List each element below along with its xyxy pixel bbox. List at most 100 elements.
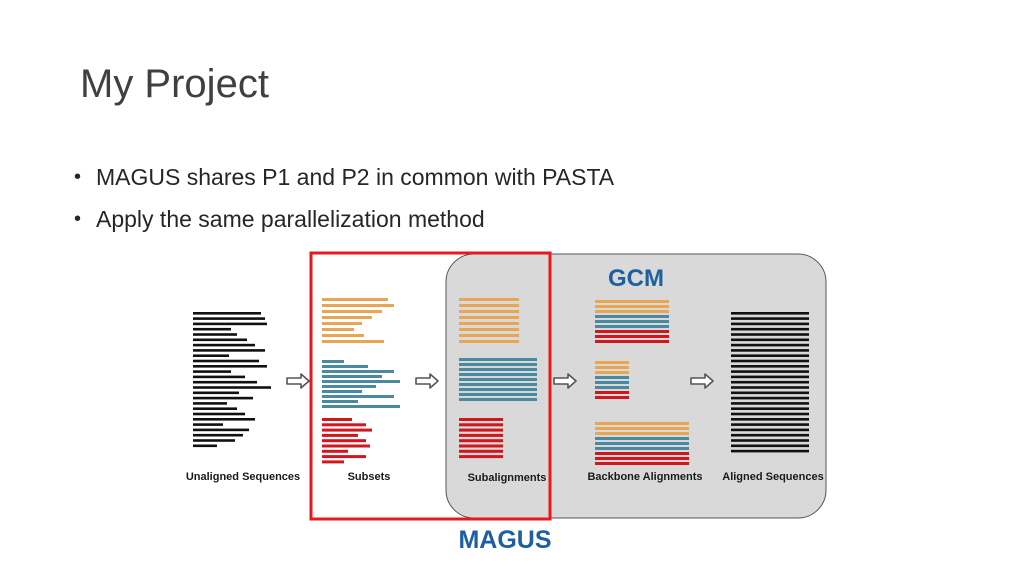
aligned-sequence-bar: [731, 317, 809, 320]
subalignment-red-bar: [459, 439, 503, 443]
subset-teal-bar: [322, 385, 376, 388]
subalignment-orange-bar: [459, 334, 519, 337]
subset-orange-bar: [322, 334, 364, 337]
unaligned-sequence-bar: [193, 433, 243, 437]
aligned-sequence-bar: [731, 407, 809, 410]
unaligned-sequence-bar: [193, 333, 237, 336]
subset-teal-bar: [322, 375, 382, 378]
unaligned-sequence-bar: [193, 444, 217, 448]
subset-red-bar: [322, 423, 366, 427]
backbone-bar: [595, 325, 669, 328]
unaligned-sequence-bar: [193, 428, 249, 432]
subalignment-teal-bar: [459, 368, 537, 371]
subalignment-teal-bar: [459, 383, 537, 386]
backbone-bar: [595, 340, 669, 343]
subset-orange-bar: [322, 298, 388, 301]
aligned-sequence-bar: [731, 359, 809, 363]
aligned-sequence-bar: [731, 375, 809, 379]
subset-orange-bar: [322, 310, 382, 313]
aligned-sequence-bar: [731, 396, 809, 400]
subalignment-red-bar: [459, 428, 503, 432]
backbone-bar: [595, 315, 669, 318]
label-unaligned-sequences: Unaligned Sequences: [186, 471, 300, 483]
aligned-sequence-bar: [731, 333, 809, 336]
subset-red-bar: [322, 449, 348, 453]
subset-red-bar: [322, 444, 370, 448]
subset-red-bar: [322, 428, 372, 432]
aligned-sequence-bar: [731, 386, 809, 389]
unaligned-sequence-bar: [193, 343, 255, 347]
backbone-bar: [595, 452, 689, 455]
backbone-bar: [595, 381, 629, 384]
unaligned-sequence-bar: [193, 322, 267, 326]
backbone-bar: [595, 310, 669, 313]
unaligned-sequence-bar: [193, 317, 265, 320]
subset-teal-bar: [322, 380, 400, 383]
unaligned-sequence-bar: [193, 370, 231, 373]
subalignment-orange-bar: [459, 310, 519, 313]
backbone-bar: [595, 376, 629, 379]
arrows: [286, 373, 714, 389]
aligned-sequence-bar: [731, 418, 809, 421]
subset-teal-bar: [322, 390, 362, 393]
aligned-sequence-bar: [731, 402, 809, 405]
backbone-bar: [595, 305, 669, 308]
subalignment-teal-bar: [459, 373, 537, 376]
aligned-sequence-bar: [731, 343, 809, 347]
unaligned-sequence-bar: [193, 359, 259, 363]
subalignment-red-bar: [459, 433, 503, 437]
magus-label: MAGUS: [458, 526, 551, 554]
backbone-bar: [595, 320, 669, 323]
backbone-bar: [595, 427, 689, 430]
subset-teal-bar: [322, 360, 344, 363]
aligned-sequence-bar: [731, 365, 809, 368]
aligned-sequence-bar: [731, 349, 809, 352]
label-aligned-sequences: Aligned Sequences: [722, 471, 823, 483]
aligned-sequence-bar: [731, 391, 809, 395]
unaligned-sequence-bar: [193, 354, 229, 357]
arrow-right-icon: [286, 373, 310, 389]
bullet-text-1: MAGUS shares P1 and P2 in common with PA…: [96, 164, 615, 190]
subalignment-red-bar: [459, 449, 503, 453]
backbone-bar: [595, 366, 629, 369]
backbone-bar: [595, 335, 669, 338]
unaligned-sequence-bar: [193, 423, 223, 426]
unaligned-sequence-bar: [193, 412, 245, 416]
backbone-bar: [595, 330, 669, 333]
aligned-sequence-bar: [731, 327, 809, 331]
subset-teal-bar: [322, 370, 394, 373]
aligned-sequence-bar: [731, 354, 809, 357]
subset-orange-bar: [322, 304, 394, 307]
aligned-sequence-bar: [731, 449, 809, 453]
subset-red-bar: [322, 433, 358, 437]
aligned-sequence-bar: [731, 322, 809, 326]
subset-orange-bar: [322, 340, 384, 343]
subalignment-orange-bar: [459, 328, 519, 331]
backbone-bar: [595, 442, 689, 445]
subalignment-teal-bar: [459, 358, 537, 361]
arrow-right-icon: [553, 373, 577, 389]
subset-red-bar: [322, 439, 366, 443]
subset-red-bar: [322, 418, 352, 421]
subalignment-orange-bar: [459, 304, 519, 307]
aligned-sequence-bar: [731, 433, 809, 437]
backbone-bar: [595, 300, 669, 303]
unaligned-sequence-bar: [193, 391, 239, 395]
unaligned-sequence-bar: [193, 439, 235, 442]
unaligned-sequence-bar: [193, 396, 253, 400]
unaligned-sequence-bar: [193, 365, 267, 368]
backbone-bar: [595, 447, 689, 450]
subalignment-teal-bar: [459, 378, 537, 381]
bullet-list: • MAGUS shares P1 and P2 in common with …: [74, 156, 614, 240]
highlight-box: [309, 251, 552, 521]
unaligned-sequence-bar: [193, 338, 247, 342]
bullet-item-1: • MAGUS shares P1 and P2 in common with …: [74, 156, 614, 198]
subalignment-red-bar: [459, 455, 503, 459]
unaligned-sequence-bar: [193, 312, 261, 315]
aligned-sequence-bar: [731, 444, 809, 448]
subset-teal-bar: [322, 395, 394, 398]
subset-teal-bar: [322, 365, 368, 368]
bullet-item-2: • Apply the same parallelization method: [74, 198, 614, 240]
backbone-bar: [595, 391, 629, 394]
